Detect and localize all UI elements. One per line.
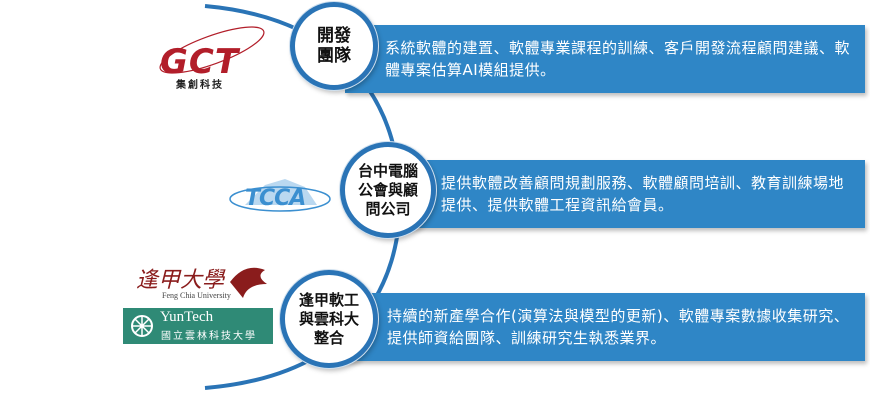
yuntech-subtitle: 國立雲林科技大學 (161, 331, 257, 342)
circle-label-1: 開發 團隊 (317, 26, 351, 66)
description-text-3: 持續的新產學合作(演算法與模型的更新)、軟體專案數據收集研究、提供師資給團隊、訓… (387, 307, 850, 347)
description-text-2: 提供軟體改善顧問規劃服務、軟體顧問培訓、教育訓練場地提供、提供軟體工程資訊給會員… (441, 174, 845, 214)
feng-chia-signature: 逢甲大學 (136, 267, 225, 292)
feng-chia-name: Feng Chia University (162, 291, 231, 300)
circle-label-2: 台中電腦 公會與顧 問公司 (357, 161, 418, 218)
circle-association: 台中電腦 公會與顧 問公司 (340, 142, 436, 238)
gct-logo-subtitle: 集創科技 (176, 80, 224, 91)
circle-label-3: 逢甲軟工 與雲科大 整合 (298, 290, 359, 347)
yuntech-name: YunTech (160, 309, 214, 325)
description-bar-1: 系統軟體的建置、軟體專業課程的訓練、客戶開發流程顧問建議、軟體專案估算AI模組提… (345, 25, 865, 93)
circle-dev-team: 開發 團隊 (290, 2, 378, 90)
tcca-logo-text: TCCA (245, 186, 306, 211)
description-bar-2: 提供軟體改善顧問規劃服務、軟體顧問培訓、教育訓練場地提供、提供軟體工程資訊給會員… (405, 160, 865, 228)
description-bar-3: 持續的新產學合作(演算法與模型的更新)、軟體專案數據收集研究、提供師資給團隊、訓… (345, 293, 865, 361)
circle-university: 逢甲軟工 與雲科大 整合 (280, 270, 378, 368)
gct-logo-text: GCT (160, 42, 240, 82)
description-text-1: 系統軟體的建置、軟體專業課程的訓練、客戶開發流程顧問建議、軟體專案估算AI模組提… (385, 39, 851, 79)
